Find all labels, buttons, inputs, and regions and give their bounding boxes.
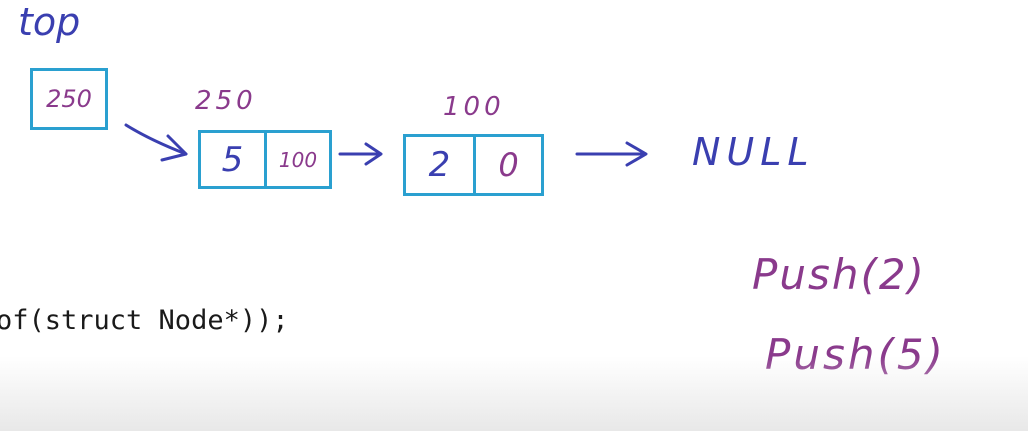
top-to-node1-arrow bbox=[124, 123, 188, 162]
top-label: top bbox=[18, 0, 81, 44]
node1-address-label: 250 bbox=[195, 86, 257, 116]
node2-data: 2 bbox=[406, 137, 476, 193]
push-note-1: Push(2) bbox=[752, 250, 926, 299]
node2-next: 0 bbox=[498, 146, 519, 184]
node1-to-node2-arrow bbox=[338, 142, 383, 166]
node1-data: 5 bbox=[201, 133, 267, 186]
top-pointer-value: 250 bbox=[46, 85, 92, 113]
node1-next: 100 bbox=[278, 147, 318, 172]
top-pointer-box: 250 bbox=[30, 68, 108, 130]
code-line: of(struct Node*)); bbox=[0, 305, 289, 336]
node2-box: 2 0 bbox=[403, 134, 544, 196]
node2-to-null-arrow bbox=[575, 141, 648, 167]
node1-box: 5 100 bbox=[198, 130, 332, 189]
bottom-fade bbox=[0, 356, 1028, 431]
null-label: NULL bbox=[692, 130, 815, 174]
node2-address-label: 100 bbox=[443, 92, 505, 122]
